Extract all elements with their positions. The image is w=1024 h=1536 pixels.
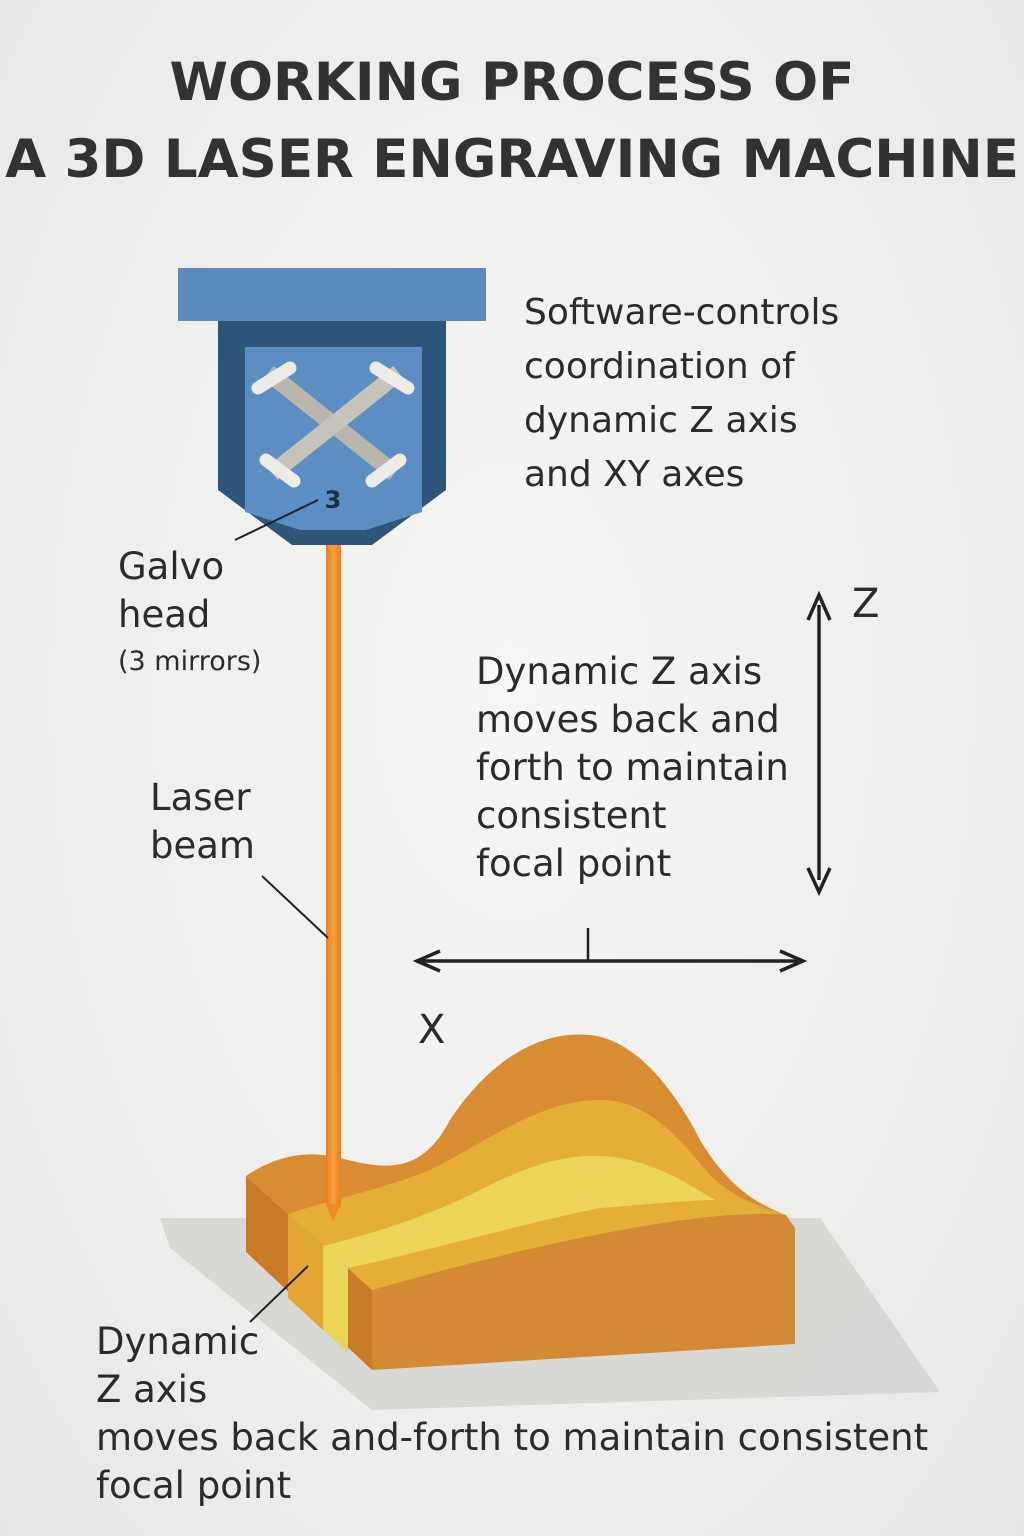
galvo-head-label: Galvo head (118, 543, 224, 639)
double-arrow-horizontal-icon (412, 928, 808, 973)
z-axis-note: Dynamic Z axis moves back and forth to m… (476, 648, 789, 888)
laser-label-line: beam (150, 824, 255, 867)
galvo-mirrors-label: (3 mirrors) (118, 646, 262, 677)
x-axis-label: X (418, 1007, 446, 1053)
laser-beam (326, 545, 341, 1207)
bottom-z-axis-note: Dynamic Z axis moves back and-forth to m… (96, 1318, 928, 1510)
workpiece-band-yellow (323, 1155, 715, 1268)
mirror-cross-icon (251, 361, 415, 488)
mirror-count-label: 3 (325, 486, 342, 514)
workpiece-leader-line (249, 1265, 309, 1323)
galvo-head-top-plate (178, 268, 486, 321)
z-axis-note-line: focal point (476, 842, 672, 885)
z-axis-note-line: forth to maintain (476, 746, 789, 789)
bottom-note-line: Dynamic (96, 1320, 260, 1363)
bottom-note-line: focal point (96, 1464, 292, 1507)
title-line-1: WORKING PROCESS OF (169, 52, 855, 113)
z-axis-note-line: consistent (476, 794, 667, 837)
galvo-label-line: head (118, 593, 211, 636)
software-note-line: coordination of (524, 346, 795, 387)
galvo-leader-line (234, 499, 319, 541)
galvo-label-line: Galvo (118, 545, 225, 588)
software-note-line: dynamic Z axis (524, 400, 798, 441)
software-note-line: Software-controls (524, 292, 840, 333)
z-axis-note-line: Dynamic Z axis (476, 650, 763, 693)
software-note-line: and XY axes (524, 454, 745, 495)
laser-beam-label: Laser beam (150, 774, 255, 870)
z-axis-label: Z (852, 581, 880, 627)
title-line-2: A 3D LASER ENGRAVING MACHINE (5, 129, 1019, 190)
laser-beam-tip (326, 1204, 341, 1222)
laser-label-line: Laser (150, 776, 251, 819)
software-control-note: Software-controls coordination of dynami… (524, 286, 839, 502)
z-axis-note-line: moves back and (476, 698, 780, 741)
workpiece-front-band-gold (288, 1214, 323, 1330)
bottom-note-line: moves back and-forth to maintain consist… (96, 1416, 929, 1459)
workpiece-side-right (372, 1209, 795, 1370)
bottom-note-line: Z axis (96, 1368, 208, 1411)
workpiece-front-band-yellow (323, 1246, 348, 1352)
double-arrow-vertical-icon (806, 590, 832, 897)
laser-leader-line (261, 875, 329, 939)
